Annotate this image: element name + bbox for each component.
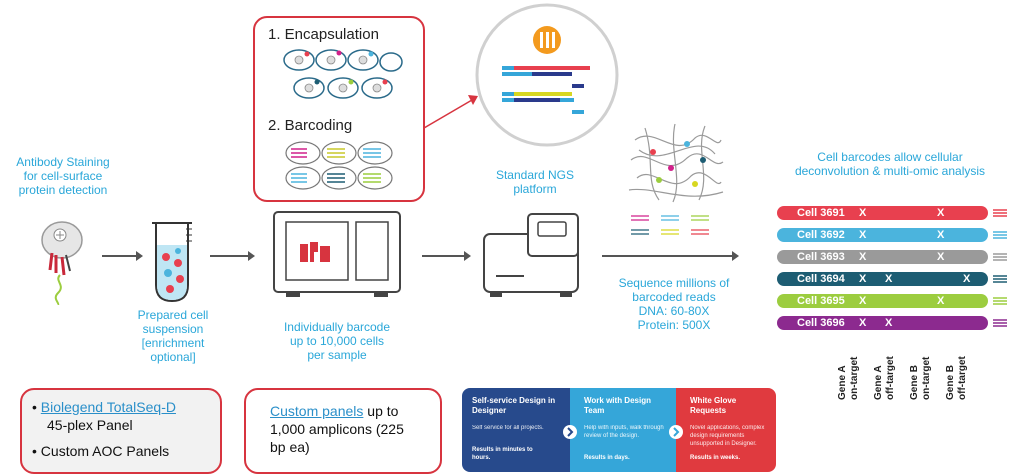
barcode-tag-icon	[993, 253, 1007, 261]
target-mark: X	[937, 295, 945, 307]
design-team-card[interactable]: Work with Design Team Help with inputs, …	[570, 388, 678, 472]
card-arrow-icon-1	[563, 425, 577, 439]
antibody-staining-label: Antibody Staining for cell-surface prote…	[16, 155, 110, 197]
target-mark: X	[859, 229, 867, 241]
target-mark: X	[937, 251, 945, 263]
custom-aoc-panels: Custom AOC Panels	[40, 443, 170, 459]
arrow-1	[102, 251, 143, 261]
target-mark: X	[937, 229, 945, 241]
encapsulation-droplets	[283, 49, 403, 99]
target-mark: X	[859, 295, 867, 307]
custom-panels-box	[244, 388, 442, 474]
barcode-tag-icon	[993, 209, 1007, 217]
cell-name: Cell 3695	[797, 295, 845, 307]
process-steps-box	[253, 16, 425, 202]
gene-a-on-target-sub: on-target	[849, 356, 860, 400]
gene-b-off-target-sub: off-target	[957, 356, 968, 400]
target-mark: X	[885, 317, 893, 329]
sequencer-icon	[483, 213, 579, 297]
cell-row: Cell 3691 X X	[777, 206, 988, 220]
barcoding-step: 2. Barcoding	[268, 117, 353, 134]
barcode-tag-icon	[993, 275, 1007, 283]
barcoded-reads-illustration	[628, 123, 724, 235]
cell-barcodes-label: Cell barcodes allow cellular deconvoluti…	[794, 150, 986, 178]
cell-row: Cell 3695 X X	[777, 294, 988, 308]
target-mark: X	[963, 273, 971, 285]
cell-row: Cell 3692 X X	[777, 228, 988, 242]
cell-name: Cell 3693	[797, 251, 845, 263]
white-glove-card[interactable]: White Glove Requests Novel applications,…	[676, 388, 776, 472]
gene-a-off-target-sub: off-target	[885, 356, 896, 400]
cell-name: Cell 3691	[797, 207, 845, 219]
cell-name: Cell 3692	[797, 229, 845, 241]
individually-barcode-label: Individually barcode up to 10,000 cells …	[283, 320, 391, 362]
self-service-card[interactable]: Self-service Design in Designer Self ser…	[462, 388, 572, 472]
prepared-suspension-label: Prepared cell suspension [enrichment opt…	[137, 308, 209, 364]
ngs-platform-label: Standard NGS platform	[495, 168, 575, 196]
barcode-tag-icon	[993, 231, 1007, 239]
barcode-tag-icon	[993, 297, 1007, 305]
cell-row: Cell 3694 X X X	[777, 272, 988, 286]
panel-options-list: • Biolegend TotalSeq-D 45-plex Panel • C…	[32, 399, 176, 459]
target-mark: X	[859, 207, 867, 219]
gene-b-on-target-sub: on-target	[921, 356, 932, 400]
arrow-2	[210, 251, 255, 261]
barcode-tag-icon	[993, 319, 1007, 327]
panel-options-box	[20, 388, 222, 474]
card-arrow-icon-2	[669, 425, 683, 439]
panel-45plex: 45-plex Panel	[47, 417, 133, 433]
barcoding-instrument-icon	[273, 211, 401, 297]
target-mark: X	[859, 251, 867, 263]
cell-name: Cell 3694	[797, 273, 845, 285]
target-mark: X	[859, 317, 867, 329]
library-circle	[475, 3, 619, 147]
cell-row: Cell 3696 X X	[777, 316, 988, 330]
target-mark: X	[859, 273, 867, 285]
encapsulation-step: 1. Encapsulation	[268, 26, 379, 43]
cell-name: Cell 3696	[797, 317, 845, 329]
cell-row: Cell 3693 X X	[777, 250, 988, 264]
barcoding-droplets	[285, 141, 393, 190]
arrow-4	[602, 251, 739, 261]
target-mark: X	[885, 273, 893, 285]
antibody-cell-illustration	[41, 221, 83, 305]
custom-panels-link[interactable]: Custom panels	[270, 403, 364, 419]
red-arrow	[423, 95, 478, 129]
arrow-3	[422, 251, 471, 261]
biolegend-link[interactable]: Biolegend TotalSeq-D	[40, 399, 176, 415]
sequence-millions-label: Sequence millions of barcoded reads DNA:…	[618, 276, 730, 332]
custom-panels-text: Custom panels up to 1,000 amplicons (225…	[270, 403, 404, 455]
test-tube-icon	[152, 222, 192, 303]
target-mark: X	[937, 207, 945, 219]
